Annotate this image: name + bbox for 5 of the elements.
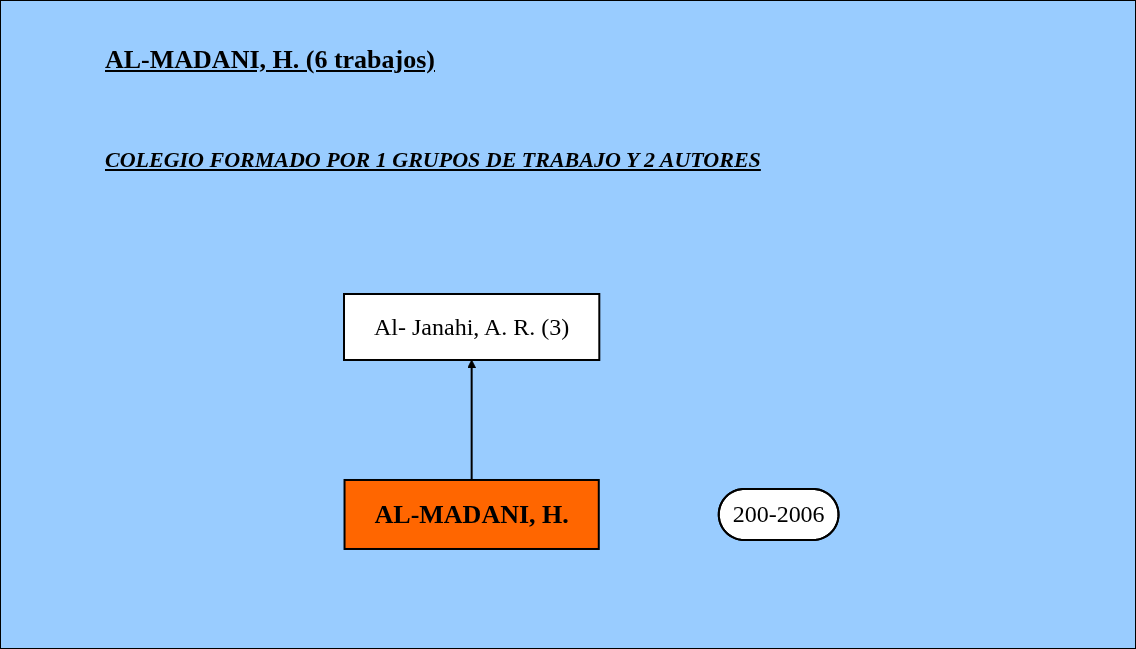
- subtitle-note: COLEGIO FORMADO POR 1 GRUPOS DE TRABAJO Y 2 AUTORES: [105, 147, 761, 173]
- node-box: AL-MADANI, H.: [343, 478, 600, 550]
- arrow: [467, 359, 476, 481]
- node-box: Al- Janahi, A. R. (3): [342, 292, 601, 361]
- diagram-title: AL-MADANI, H. (6 trabajos): [105, 45, 435, 75]
